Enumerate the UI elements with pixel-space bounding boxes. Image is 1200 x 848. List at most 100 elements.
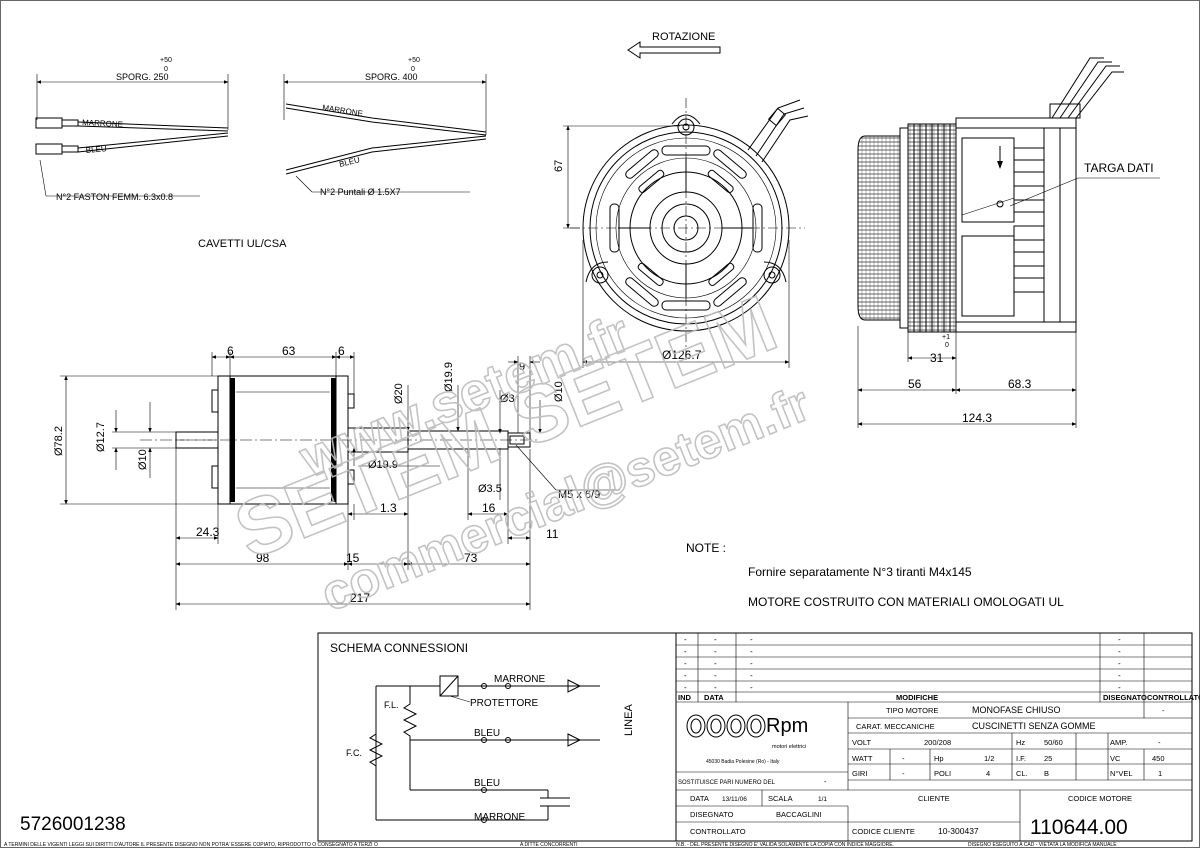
dim-31-tol2: 0 <box>945 342 949 349</box>
wiring-schema: SCHEMA CONNESSIONI MARRONE PROTETTORE BL… <box>317 632 677 842</box>
dim-31: 31 <box>930 351 944 365</box>
footer-concorrenti: A DITTE CONCORRENTI <box>520 842 578 848</box>
watermark: www.setem.fr SETEM SETEM commercial@sete… <box>222 278 818 623</box>
giri-value: - <box>902 769 905 778</box>
sostituisce-label: SOSTITUISCE PARI NUMERO DEL <box>678 780 776 786</box>
mod-row3-text: - <box>750 659 753 668</box>
mod-row2-ind: - <box>684 647 687 656</box>
poli-value: 4 <box>986 769 990 778</box>
watt-label: WATT <box>852 754 873 763</box>
sporg-right-tol2: 0 <box>411 66 415 73</box>
scala-label: SCALA <box>768 794 793 803</box>
dim-56: 56 <box>908 377 922 391</box>
tipo-motore-label: TIPO MOTORE <box>886 706 938 715</box>
dim-67: 67 <box>553 160 565 172</box>
dim-dia-10-right: Ø10 <box>553 381 565 402</box>
wire-brown-right: MARRONE <box>322 103 364 118</box>
mod-row1-text: - <box>750 635 753 644</box>
dim-dia-12: Ø12.7 <box>95 422 107 452</box>
footer-nb: N.B. - DEL PRESENTE DISEGNO E' VALIDA SO… <box>676 842 894 848</box>
dim-9: 9 <box>519 361 525 373</box>
data-value: 13/11/06 <box>722 796 747 803</box>
schema-fl: F.L. <box>384 700 399 710</box>
hdr-controllato: CONTROLLATO <box>1147 693 1200 702</box>
volt-label: VOLT <box>852 738 871 747</box>
dim-dia-3: Ø3 <box>500 393 515 405</box>
dim-15: 15 <box>346 551 360 565</box>
schema-protettore: PROTETTORE <box>470 698 538 709</box>
amp-label: AMP. <box>1110 738 1127 747</box>
mod-row5-data: - <box>714 683 717 692</box>
giri-label: GIRI <box>852 769 867 778</box>
faston-label: N°2 FASTON FEMM. 6.3x0.8 <box>56 192 173 202</box>
mod-row2-text: - <box>750 647 753 656</box>
dim-98: 98 <box>256 551 270 565</box>
dim-68: 68.3 <box>1008 377 1032 391</box>
hz-value: 50/60 <box>1044 738 1063 747</box>
mod-row1-ind: - <box>684 635 687 644</box>
notes-title: NOTE : <box>686 541 726 555</box>
title-block: - - - - - - - - - - - - - - - - - - - - … <box>675 632 1200 842</box>
cl-label: CL. <box>1016 769 1028 778</box>
mod-row1-data: - <box>714 635 717 644</box>
vc-value: 450 <box>1152 754 1165 763</box>
sporg-right-tol: +50 <box>408 57 420 64</box>
wire-blue-left: BLEU <box>85 144 107 155</box>
mod-row1-dis: - <box>1118 635 1121 644</box>
cable-type-label: CAVETTI UL/CSA <box>198 238 287 250</box>
codice-cliente-label: CODICE CLIENTE <box>852 827 915 836</box>
shaft-view: 6 63 6 Ø78.2 Ø12.7 Ø10 Ø20 Ø19.9 9 Ø3 Ø1… <box>53 344 620 610</box>
mod-row5-dis: - <box>1118 683 1121 692</box>
codice-cliente-value: 10-300437 <box>938 826 979 836</box>
watt-value: - <box>902 754 905 763</box>
cl-value: B <box>1044 769 1049 778</box>
cable-detail-right: SPORG. 400 +50 0 MARRONE BLEU N°2 Puntal… <box>283 57 487 197</box>
dim-6-left: 6 <box>227 344 234 358</box>
codice-motore-label: CODICE MOTORE <box>1068 794 1132 803</box>
side-view: TARGA DATI 31 +1 0 56 68.3 124.3 <box>857 57 1160 428</box>
dim-1-3: 1.3 <box>380 501 397 515</box>
schema-marrone-top: MARRONE <box>494 674 545 685</box>
volt-value: 200/208 <box>924 738 951 747</box>
controllato-label: CONTROLLATO <box>690 827 746 836</box>
schema-title: SCHEMA CONNESSIONI <box>330 641 468 655</box>
dim-dia-20: Ø20 <box>393 383 405 404</box>
logo-text: Rpm <box>766 715 808 737</box>
mod-row4-dis: - <box>1118 671 1121 680</box>
dim-217: 217 <box>350 591 370 605</box>
scala-value: 1/1 <box>818 796 827 803</box>
schema-bleu-low: BLEU <box>474 778 500 789</box>
hp-value: 1/2 <box>984 754 994 763</box>
dim-6-right: 6 <box>338 344 345 358</box>
disegnato-label: DISEGNATO <box>690 810 734 819</box>
mod-row5-ind: - <box>684 683 687 692</box>
dim-31-tol: +1 <box>942 334 950 341</box>
dim-dia-78: Ø78.2 <box>53 426 65 456</box>
nvel-label: N°VEL <box>1110 769 1133 778</box>
rotation-label: ROTAZIONE <box>652 31 715 43</box>
cliente-label: CLIENTE <box>918 794 950 803</box>
poli-label: POLI <box>934 769 951 778</box>
data-label: DATA <box>690 794 709 803</box>
sporg-left-tol: +50 <box>160 57 172 64</box>
wire-brown-left: MARRONE <box>82 118 123 129</box>
mod-row3-data: - <box>714 659 717 668</box>
mod-row2-data: - <box>714 647 717 656</box>
mod-row4-ind: - <box>684 671 687 680</box>
carat-label: CARAT. MECCANICHE <box>856 722 935 731</box>
if-value: 25 <box>1044 754 1052 763</box>
sostituisce-value: - <box>824 777 827 786</box>
rotation-arrow-icon <box>627 41 721 59</box>
dim-dia-19-top: Ø19.9 <box>443 362 455 392</box>
hdr-disegnato: DISEGNATO <box>1103 693 1147 702</box>
schema-fc: F.C. <box>346 748 362 758</box>
amp-value: - <box>1158 738 1161 747</box>
schema-linea: LINEA <box>623 704 635 736</box>
dim-diameter-126: Ø126.7 <box>662 348 702 362</box>
cable-detail-left: SPORG. 250 +50 0 MARRONE BLEU N°2 FASTON… <box>35 57 229 202</box>
notes-line-2: MOTORE COSTRUITO CON MATERIALI OMOLOGATI… <box>748 595 1064 609</box>
dim-73: 73 <box>464 551 478 565</box>
hdr-ind: IND <box>678 693 692 702</box>
